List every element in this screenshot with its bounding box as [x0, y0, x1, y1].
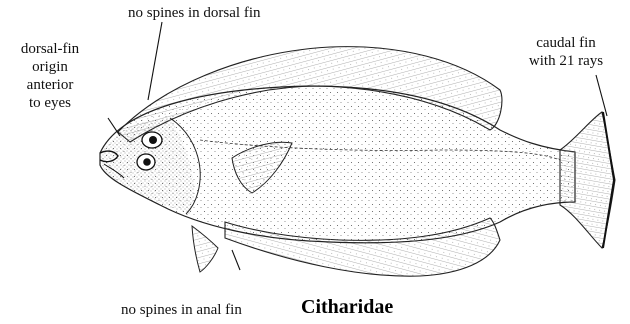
pointer-dorsal-spines	[148, 22, 162, 100]
family-title: Citharidae	[301, 296, 393, 319]
pelvic-fin	[192, 226, 218, 272]
eye-upper	[142, 132, 162, 148]
label-dorsal-origin: dorsal-fin origin anterior to eyes	[4, 40, 96, 112]
label-caudal-fin: caudal fin with 21 rays	[512, 34, 620, 70]
label-anal-no-spines: no spines in anal fin	[121, 301, 242, 319]
label-dorsal-no-spines: no spines in dorsal fin	[128, 4, 261, 22]
pointer-anal-spines	[232, 250, 240, 270]
pointer-caudal	[596, 75, 607, 116]
eye-lower	[137, 154, 155, 170]
